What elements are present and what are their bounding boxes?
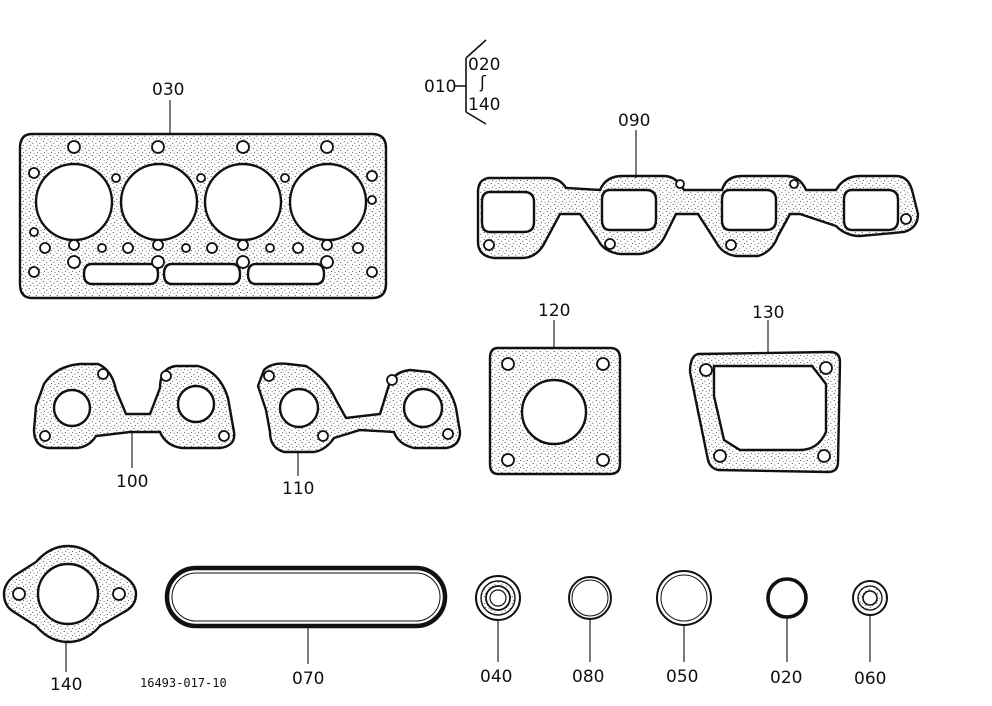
part-label-140: 140 — [50, 675, 82, 695]
exhaust-port-gasket-icon — [32, 362, 236, 450]
kit-label: 010 — [424, 77, 456, 97]
washer-ring-icon — [568, 576, 612, 620]
part-050[interactable]: 050 — [656, 570, 712, 687]
cylinder-head-gasket-icon — [18, 132, 388, 300]
part-120[interactable]: 120 — [488, 301, 622, 476]
cover-gasket-icon — [688, 350, 842, 474]
square-flange-gasket-icon — [488, 346, 622, 476]
valve-seal-icon — [852, 580, 888, 616]
kit-range-separator: ʃ — [479, 73, 487, 93]
part-070[interactable]: 070 — [164, 565, 448, 689]
part-020[interactable]: 020 — [766, 577, 808, 688]
part-130[interactable]: 130 — [688, 303, 842, 474]
kit-range-start: 020 — [468, 55, 500, 75]
part-060[interactable]: 060 — [852, 580, 888, 689]
rubber-seal-ring-icon — [164, 565, 448, 629]
part-140[interactable]: 140 — [2, 544, 138, 695]
oval-flange-gasket-icon — [2, 544, 138, 644]
part-090[interactable]: 090 — [476, 111, 920, 260]
part-label-070: 070 — [292, 669, 324, 689]
drawing-code: 16493-017-10 — [140, 676, 227, 690]
part-label-050: 050 — [666, 667, 698, 687]
part-label-030: 030 — [152, 80, 184, 100]
o-ring-icon — [766, 577, 808, 619]
part-100[interactable]: 100 — [32, 362, 236, 492]
part-label-060: 060 — [854, 669, 886, 689]
part-080[interactable]: 080 — [568, 576, 612, 687]
kit-range-callout: 010 020 ʃ 140 — [424, 39, 500, 125]
part-label-020: 020 — [770, 668, 802, 688]
oil-seal-icon — [475, 575, 521, 621]
kit-bracket — [455, 39, 487, 125]
part-040[interactable]: 040 — [475, 575, 521, 687]
part-030[interactable]: 030 — [18, 80, 388, 300]
part-label-110: 110 — [282, 479, 314, 499]
part-label-130: 130 — [752, 303, 784, 323]
kit-range-end: 140 — [468, 95, 500, 115]
washer-ring-icon — [656, 570, 712, 626]
manifold-gasket-icon — [476, 174, 920, 260]
part-label-090: 090 — [618, 111, 650, 131]
part-label-040: 040 — [480, 667, 512, 687]
part-110[interactable]: 110 — [256, 362, 462, 499]
part-label-100: 100 — [116, 472, 148, 492]
part-label-080: 080 — [572, 667, 604, 687]
part-label-120: 120 — [538, 301, 570, 321]
exhaust-port-gasket-icon — [256, 362, 462, 454]
